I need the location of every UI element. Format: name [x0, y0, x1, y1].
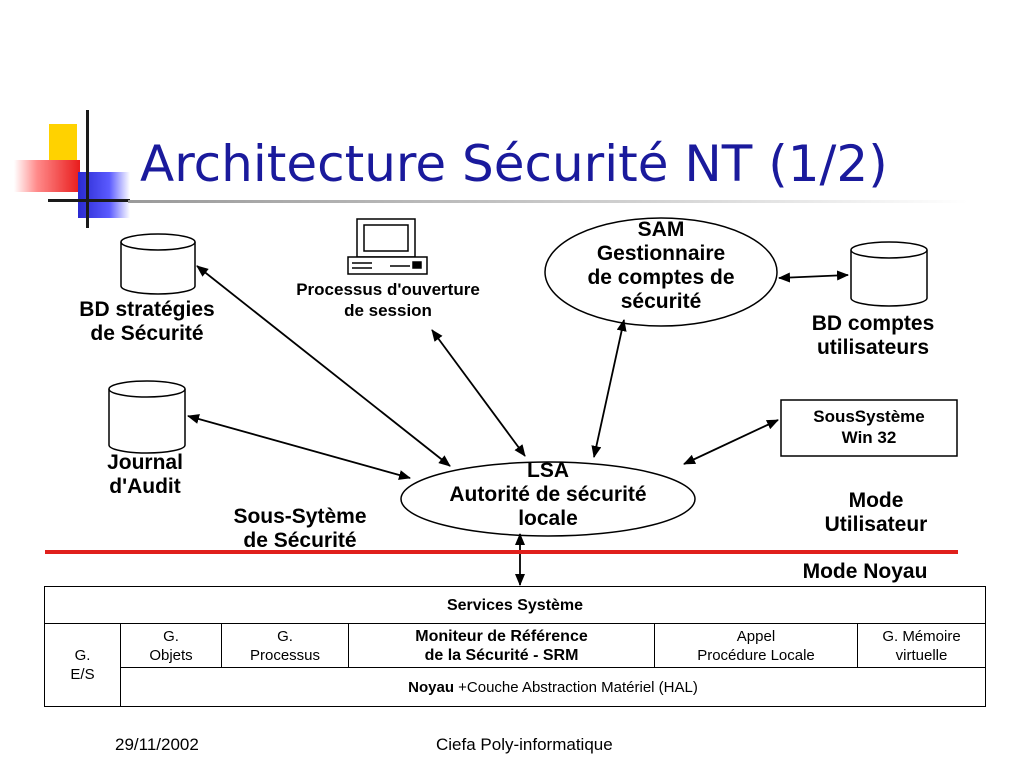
lsa-line3: locale [518, 507, 578, 530]
ges-line1: G. [74, 647, 91, 664]
logo-horizontal-line [48, 199, 130, 202]
journal-line2: d'Audit [109, 475, 181, 498]
arrow-journal-lsa [187, 414, 411, 480]
sous-syteme-line2: de Sécurité [243, 529, 357, 552]
journal-line1: Journal [107, 451, 183, 474]
noyau-rest-text: +Couche Abstraction Matériel (HAL) [453, 678, 698, 696]
processus-line2: de session [344, 301, 432, 320]
processus-line1: Processus d'ouverture [296, 280, 480, 299]
sam-line4: sécurité [620, 290, 702, 313]
computer-icon [347, 218, 428, 275]
title-underline [128, 200, 968, 203]
mode-utilisateur-line2: Utilisateur [824, 513, 928, 536]
lsa-label: LSA Autorité de sécurité locale [415, 459, 681, 531]
gprocessus-line2: Processus [249, 646, 321, 664]
appel-line2: Procédure Locale [697, 646, 815, 664]
srm-line1: Moniteur de Référence [415, 627, 588, 645]
footer-org: Ciefa Poly-informatique [436, 735, 613, 754]
arrow-sam-bd-comptes [778, 270, 849, 283]
sam-label: SAM Gestionnaire de comptes de sécurité [561, 218, 761, 314]
gprocessus-line1: G. [277, 627, 293, 645]
gobjets-line2: Objets [149, 646, 193, 664]
appel-line1: Appel [736, 627, 776, 645]
noyau-bold-text: Noyau [408, 678, 454, 696]
arrow-win32-lsa [683, 419, 779, 465]
ges-cell: G. E/S [44, 623, 121, 707]
arrow-processus-lsa [431, 329, 526, 457]
win32-box [780, 399, 958, 457]
processus-label: Processus d'ouverture de session [248, 279, 528, 321]
services-systeme-cell: Services Système [44, 586, 986, 624]
sam-line2: Gestionnaire [596, 242, 726, 265]
sam-line3: de comptes de [587, 266, 735, 289]
srm-line2: de la Sécurité - SRM [424, 646, 579, 664]
win32-label: SousSystème Win 32 [781, 406, 957, 448]
sous-syteme-line1: Sous-Sytème [233, 505, 367, 528]
noyau-hal-cell: Noyau +Couche Abstraction Matériel (HAL) [120, 667, 986, 707]
bd-comptes-label: BD comptes utilisateurs [773, 312, 973, 360]
ges-line2: E/S [70, 666, 95, 683]
arrow-sam-lsa [591, 319, 627, 458]
lsa-line2: Autorité de sécurité [449, 483, 647, 506]
mode-utilisateur-line1: Mode [848, 489, 904, 512]
sam-line1: SAM [637, 218, 685, 241]
slide-title: Architecture Sécurité NT (1/2) [140, 135, 888, 193]
sous-syteme-label: Sous-Sytème de Sécurité [195, 505, 405, 553]
logo-vertical-line [86, 110, 89, 228]
win32-line2: Win 32 [841, 428, 897, 447]
bd-strategies-line2: de Sécurité [90, 322, 204, 345]
mode-utilisateur-label: Mode Utilisateur [786, 489, 966, 537]
sam-ellipse [544, 217, 778, 327]
journal-database-icon [108, 380, 186, 454]
lsa-line1: LSA [527, 459, 569, 482]
bd-strategies-label: BD stratégies de Sécurité [42, 298, 252, 346]
gmemoire-line2: virtuelle [895, 646, 948, 664]
gprocessus-cell: G.Processus [221, 623, 349, 668]
footer-date: 29/11/2002 [115, 735, 199, 754]
win32-line1: SousSystème [813, 407, 925, 426]
bd-comptes-database-icon [850, 241, 928, 307]
lsa-ellipse [400, 461, 696, 537]
journal-label: Journal d'Audit [65, 451, 225, 499]
gobjets-line1: G. [163, 627, 179, 645]
bd-strategies-line1: BD stratégies [79, 298, 215, 321]
logo-red-bar [14, 160, 80, 192]
mode-noyau-label: Mode Noyau [802, 560, 928, 583]
bd-comptes-line1: BD comptes [811, 312, 935, 335]
gobjets-cell: G.Objets [120, 623, 222, 668]
services-systeme-text: Services Système [446, 596, 584, 614]
bd-comptes-line2: utilisateurs [816, 336, 930, 359]
bd-strategies-database-icon [120, 233, 196, 295]
gmemoire-line1: G. Mémoire [882, 627, 961, 645]
